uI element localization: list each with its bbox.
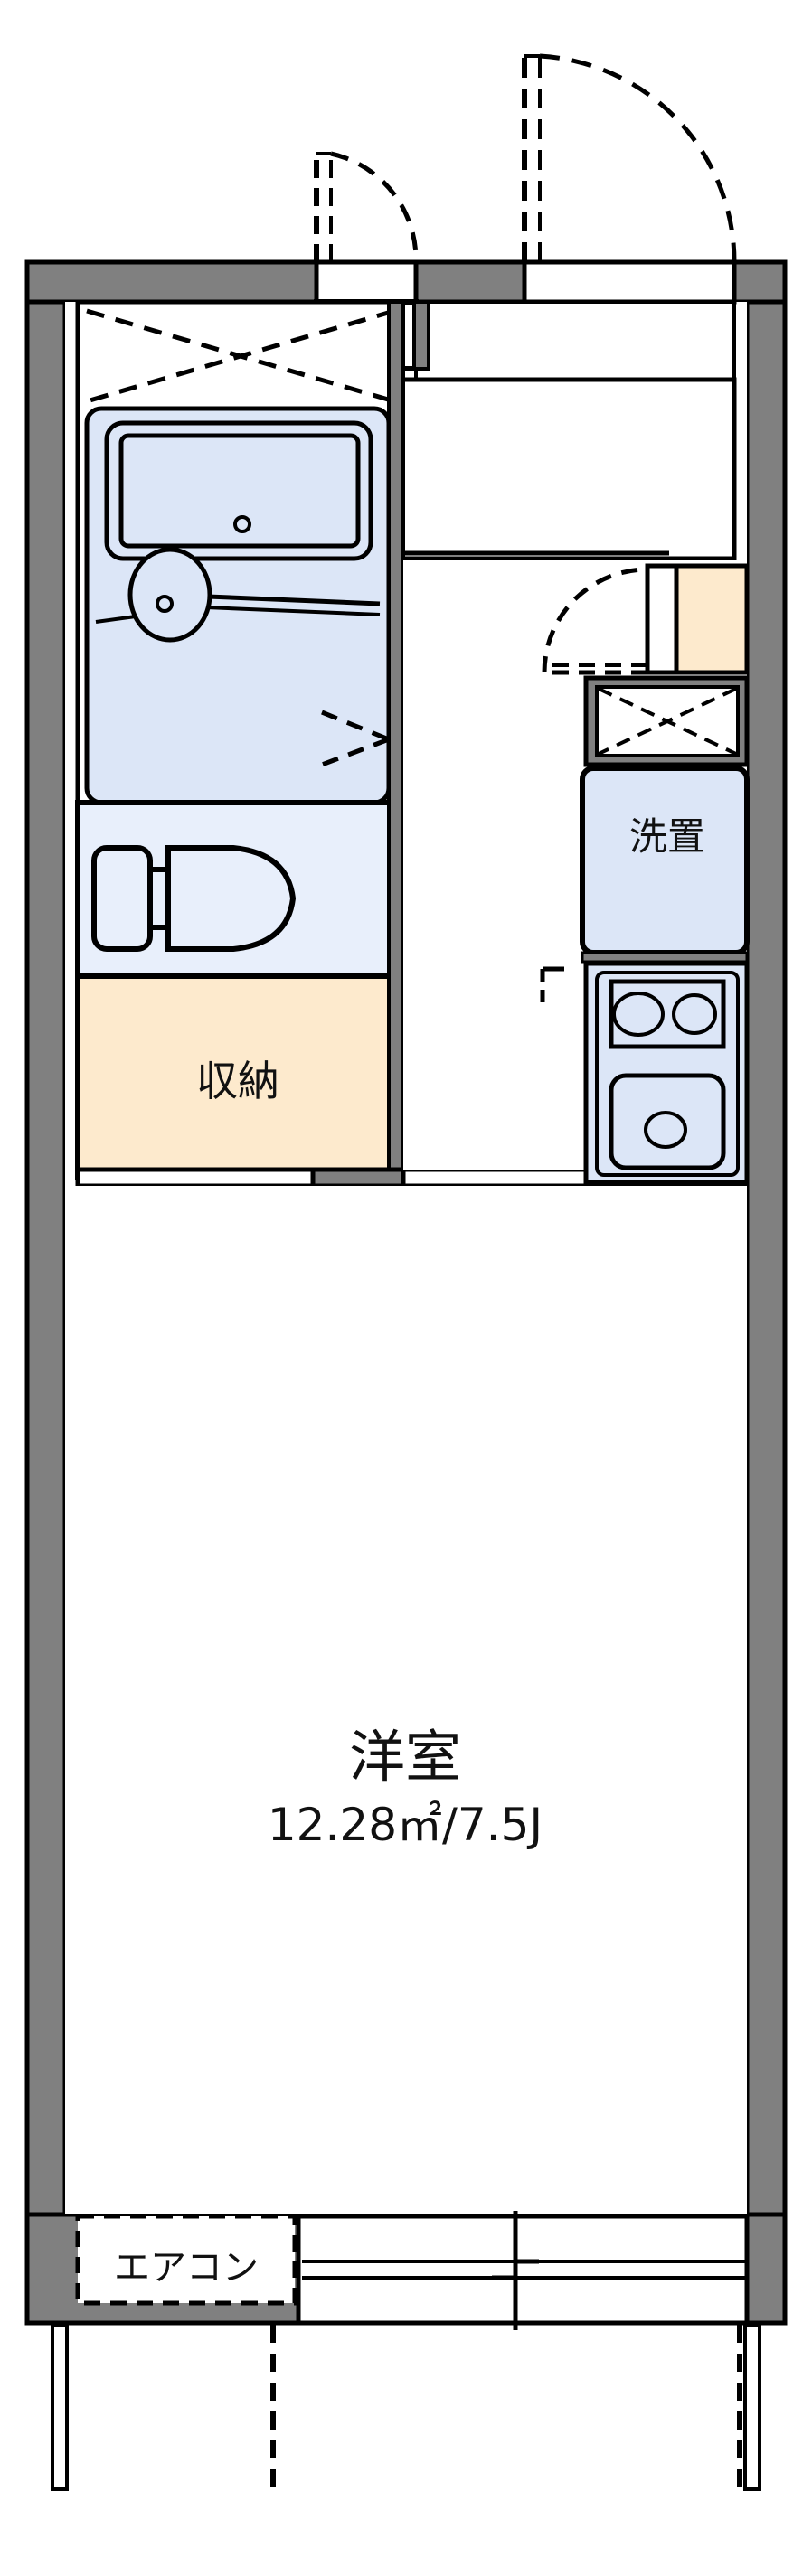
toilet-cistern [91,845,153,952]
washer-divider [581,951,749,964]
closet-room: 収納 [75,973,401,1180]
washer-pan [580,766,750,955]
washer-space: 洗置 [580,766,750,955]
toilet-bowl [165,845,297,952]
upper-cabinet [583,675,750,767]
bathtub-inner [118,433,361,549]
main-room-area: 12.28㎡/7.5J [268,1799,543,1851]
main-room-label: 洋室 [349,1724,461,1790]
main-room: 洋室 12.28㎡/7.5J [65,1186,747,2214]
kitchen-door-swing[interactable] [542,567,648,675]
closet-label: 収納 [196,1057,279,1105]
refrigerator-space [645,563,750,675]
aircon-marker: エアコン [75,2214,297,2306]
burner-left-icon [612,992,665,1037]
entry-area [395,259,737,562]
entrance-door-swing[interactable] [522,53,737,263]
toilet-room [75,800,401,979]
closet-floor [75,973,401,1180]
balcony-window[interactable] [296,2211,750,2330]
washer-label: 洗置 [629,814,705,859]
counter-edge-mark [540,966,564,1003]
meter-door-swing[interactable] [314,151,419,263]
balcony-railing [51,2323,761,2491]
burner-right-icon [672,993,717,1035]
aircon-label: エアコン [114,2247,259,2289]
bathtub-drain-icon [233,515,251,533]
unit-bath-room [75,299,405,805]
sink-drain-icon [644,1111,687,1149]
wash-basin [127,547,212,643]
refrigerator-icon [674,563,750,675]
kitchen-unit [583,961,750,1185]
basin-drain-icon [156,595,174,613]
aircon-box [75,2214,297,2306]
